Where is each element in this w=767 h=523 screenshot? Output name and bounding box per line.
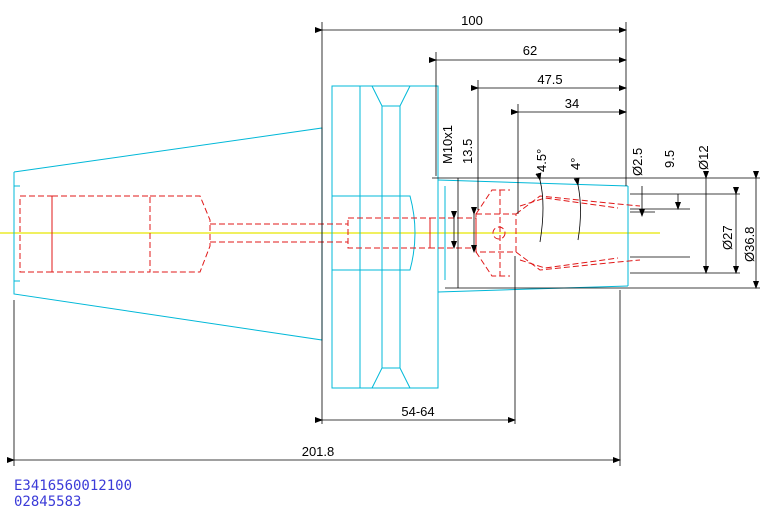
dim-thread: M10x1 — [440, 125, 455, 164]
dim-angle-4: 4° — [568, 158, 583, 170]
dim-length-range: 54-64 — [401, 404, 434, 419]
dim-length-100: 100 — [461, 13, 483, 28]
dim-length-34: 34 — [565, 96, 579, 111]
taper-shank — [13, 127, 323, 341]
dim-angle-4-5: 4.5° — [534, 149, 549, 172]
dim-length-47-5: 47.5 — [537, 72, 562, 87]
dim-length-62: 62 — [523, 43, 537, 58]
dimension-lines — [7, 27, 759, 463]
order-number: 02845583 — [14, 494, 82, 510]
dim-dia-12: Ø12 — [696, 145, 711, 170]
dim-dia-9-5: 9.5 — [662, 150, 677, 168]
dim-dia-2-5: Ø2.5 — [630, 148, 645, 176]
dim-overall-length: 201.8 — [302, 444, 335, 459]
extension-lines — [13, 22, 760, 466]
flange — [331, 85, 439, 389]
part-number: E3416560012100 — [14, 478, 133, 494]
collet-nose — [437, 179, 629, 293]
dim-thread-length: 13.5 — [460, 139, 475, 164]
dim-dia-36-8: Ø36.8 — [742, 227, 757, 262]
dim-dia-27: Ø27 — [720, 225, 735, 250]
